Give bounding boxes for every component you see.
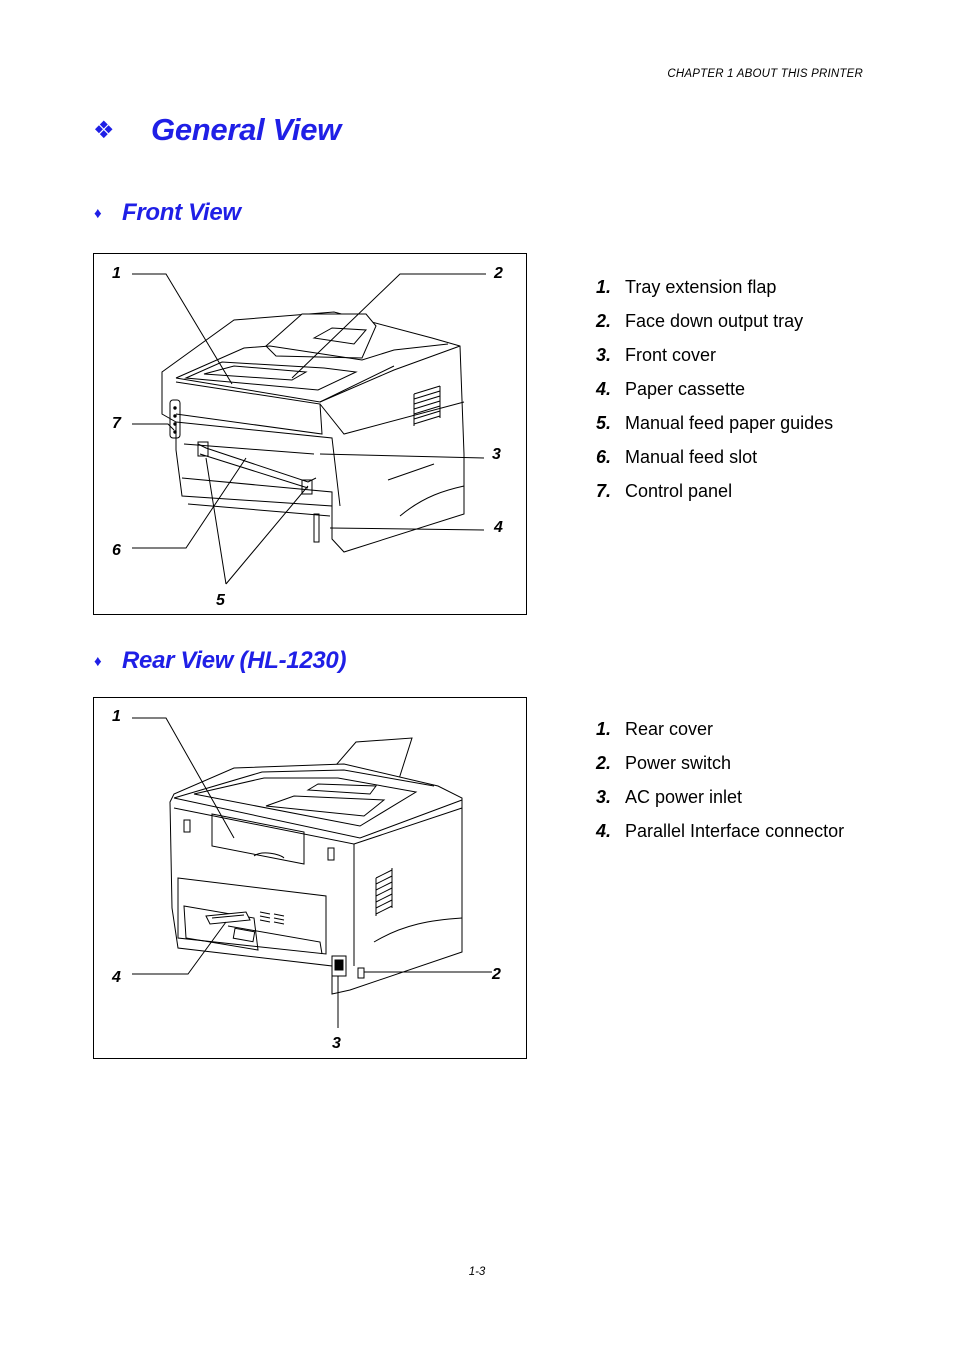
list-item: 6.Manual feed slot — [596, 447, 758, 467]
list-item: 5.Manual feed paper guides — [596, 413, 834, 433]
front-view-legend: 1.Tray extension flap 2.Face down output… — [596, 277, 833, 515]
page-number: 1-3 — [468, 1266, 486, 1278]
section-heading-general-view: ❖ General View — [93, 112, 341, 148]
rear-printer-illustration: 1 2 3 4 — [111, 708, 501, 1052]
subsection-heading-rear-view: ♦ Rear View (HL-1230) — [94, 647, 346, 675]
rear-view-figure: 1 2 3 4 — [93, 697, 527, 1059]
subsection-title: Rear View (HL-1230) — [122, 647, 347, 674]
diamond-ornament-icon: ❖ — [93, 116, 115, 144]
list-item: 4.Parallel Interface connector — [596, 821, 845, 841]
callout-2: 2 — [493, 265, 503, 282]
callout-3: 3 — [492, 446, 501, 463]
callout-7: 7 — [112, 415, 122, 432]
callout-1: 1 — [112, 265, 121, 282]
diamond-bullet-icon: ♦ — [94, 204, 102, 222]
front-printer-illustration: 1 2 3 4 5 6 7 — [112, 265, 503, 609]
list-item: 4.Paper cassette — [596, 379, 746, 399]
subsection-heading-front-view: ♦ Front View — [94, 199, 241, 227]
callout-5: 5 — [216, 592, 226, 609]
callout-4: 4 — [111, 969, 121, 986]
list-item: 3.Front cover — [596, 345, 717, 365]
front-view-figure: 1 2 3 4 5 6 7 — [93, 253, 527, 615]
list-item: 1.Rear cover — [596, 719, 714, 739]
list-item: 2.Power switch — [596, 753, 732, 773]
callout-2: 2 — [491, 966, 501, 983]
list-item: 3.AC power inlet — [596, 787, 743, 807]
rear-view-legend: 1.Rear cover 2.Power switch 3.AC power i… — [596, 719, 844, 855]
callout-4: 4 — [493, 519, 503, 536]
callout-1: 1 — [112, 708, 121, 725]
running-header: CHAPTER 1 ABOUT THIS PRINTER — [667, 68, 863, 80]
list-item: 7.Control panel — [596, 481, 733, 501]
callout-6: 6 — [112, 542, 121, 559]
list-item: 1.Tray extension flap — [596, 277, 777, 297]
subsection-title: Front View — [122, 199, 241, 226]
diamond-bullet-icon: ♦ — [94, 652, 102, 670]
list-item: 2.Face down output tray — [596, 311, 804, 331]
callout-3: 3 — [332, 1035, 341, 1052]
section-title: General View — [151, 112, 341, 147]
